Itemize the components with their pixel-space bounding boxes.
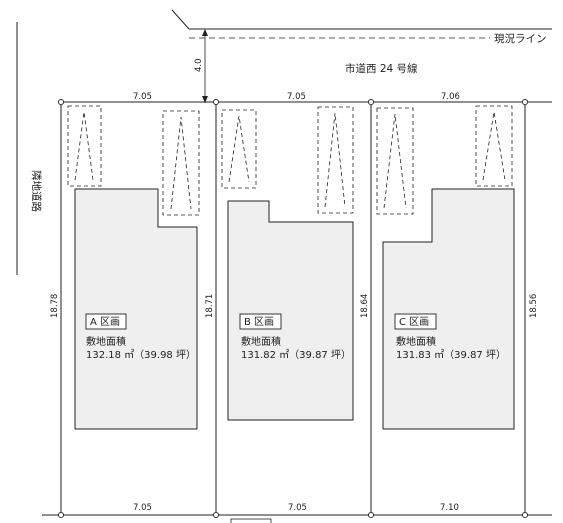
cropped-element xyxy=(230,518,272,523)
side-dimensions: 18.78 18.71 18.64 18.56 xyxy=(50,294,539,318)
lot-c-front-dimension: 7.06 xyxy=(441,92,460,102)
arrowhead-up xyxy=(202,29,208,36)
current-line-label: 現況ライン xyxy=(494,33,547,45)
lot-b-side-dimension: 18.71 xyxy=(205,294,215,318)
lot-b-back-dimension: 7.05 xyxy=(288,503,307,513)
house-footprint-a xyxy=(74,188,198,430)
house-footprints xyxy=(74,188,515,430)
lot-c-info: C 区画 敷地面積 131.83 ㎡（39.87 坪） xyxy=(394,313,506,361)
marker xyxy=(57,511,65,519)
lot-a-area-value: 132.18 ㎡（39.98 坪） xyxy=(86,348,196,361)
adjacent-road: 隣地道路 xyxy=(16,22,43,275)
marker xyxy=(57,98,65,106)
lot-a-side-dimension: 18.78 xyxy=(50,294,60,318)
parking-space xyxy=(376,107,414,215)
lot-a-label-box xyxy=(85,313,127,330)
arrowhead-down xyxy=(202,96,208,103)
lot-b-area-value: 131.82 ㎡（39.87 坪） xyxy=(241,348,351,361)
marker xyxy=(212,98,220,106)
parking-car-mark xyxy=(228,115,250,183)
lot-b-info: B 区画 敷地面積 131.82 ㎡（39.87 坪） xyxy=(239,313,351,361)
lot-a-area-label: 敷地面積 xyxy=(86,335,126,348)
lot-c-label: C 区画 xyxy=(399,316,429,328)
road-area: 現況ライン 4.0 市道西 24 号線 xyxy=(171,9,552,103)
parking-space xyxy=(67,105,102,187)
lot-b-area-label: 敷地面積 xyxy=(241,335,281,348)
house-footprint-c xyxy=(382,188,515,430)
marker xyxy=(521,98,529,106)
back-dimensions: 7.05 7.05 7.10 xyxy=(133,503,459,513)
marker xyxy=(367,511,375,519)
parking-space xyxy=(317,106,354,214)
lot-c-side-dimension: 18.64 xyxy=(360,294,370,318)
marker xyxy=(212,511,220,519)
lot-b-label-box xyxy=(239,313,282,330)
adjacent-road-label: 隣地道路 xyxy=(30,170,43,212)
lot-a-info: A 区画 敷地面積 132.18 ㎡（39.98 坪） xyxy=(85,313,196,361)
lot-c-back-dimension: 7.10 xyxy=(440,503,459,513)
lot-c-area-value: 131.83 ㎡（39.87 坪） xyxy=(396,348,506,361)
road-corner-line xyxy=(171,9,190,30)
parking-car-mark xyxy=(482,111,506,181)
parking-space xyxy=(221,109,257,189)
lot-c-area-label: 敷地面積 xyxy=(396,335,436,348)
lot-a-front-dimension: 7.05 xyxy=(133,92,152,102)
parking-space xyxy=(162,110,200,216)
parking-space xyxy=(475,105,513,187)
parking-car-mark xyxy=(74,111,94,181)
lot-c-label-box xyxy=(394,313,437,330)
house-footprint-b xyxy=(227,200,354,421)
marker xyxy=(521,511,529,519)
lot-a-label: A 区画 xyxy=(90,316,120,328)
lot-b-front-dimension: 7.05 xyxy=(287,92,306,102)
parking-car-mark xyxy=(324,112,346,208)
boundary-markers xyxy=(57,98,529,519)
marker xyxy=(367,98,375,106)
lot-b-label: B 区画 xyxy=(244,316,274,328)
parking-car-mark xyxy=(383,113,407,209)
lot-a-back-dimension: 7.05 xyxy=(133,503,152,513)
parking-spaces xyxy=(67,105,513,216)
lot-c-right-dimension: 18.56 xyxy=(529,294,539,318)
parking-car-mark xyxy=(170,116,192,210)
road-name-label: 市道西 24 号線 xyxy=(345,62,418,75)
road-width-value: 4.0 xyxy=(194,58,204,72)
site-boundary xyxy=(42,101,552,516)
front-dimensions: 7.05 7.05 7.06 xyxy=(133,92,460,102)
